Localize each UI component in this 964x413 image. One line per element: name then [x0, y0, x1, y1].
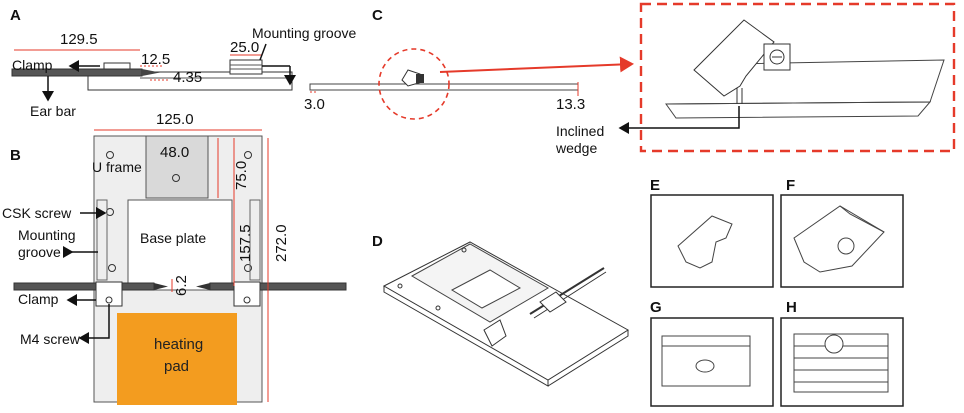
panel-a: A 129.5 12.5 4.35 25.0 Mounting groove C… — [10, 7, 357, 119]
label-groove: groove — [18, 244, 61, 260]
panel-b-letter: B — [10, 147, 21, 164]
dim-6-2: 6.2 — [173, 275, 190, 296]
dim-157: 157.5 — [237, 224, 254, 262]
clamp-left — [95, 281, 123, 307]
inclined-wedge — [693, 19, 775, 97]
dim-125: 125.0 — [156, 111, 194, 128]
label-m4-screw: M4 screw — [20, 331, 81, 347]
panel-c-letter: C — [372, 7, 383, 24]
dim-3-0: 3.0 — [304, 96, 325, 113]
panel-g-letter: G — [650, 299, 662, 316]
dim-4-35: 4.35 — [173, 69, 202, 86]
label-clamp-b: Clamp — [18, 291, 59, 307]
base-plate — [127, 199, 233, 291]
panel-h-letter: H — [786, 299, 797, 316]
panel-e: E — [650, 177, 774, 288]
panel-e-letter: E — [650, 177, 660, 194]
u-frame — [145, 135, 209, 199]
label-ear-bar: Ear bar — [30, 103, 76, 119]
zoom-circle — [378, 48, 450, 120]
dim-48: 48.0 — [160, 144, 189, 161]
ear-bar-right — [209, 282, 347, 291]
panel-c: C 3.0 13.3 Inclined wedge — [304, 2, 956, 156]
panel-h: H — [780, 299, 904, 407]
label-mounting-groove: Mounting groove — [252, 25, 357, 41]
dim-12-5: 12.5 — [141, 51, 170, 68]
panel-f-letter: F — [786, 177, 795, 194]
dim-75: 75.0 — [233, 161, 250, 190]
label-csk-screw: CSK screw — [2, 205, 72, 221]
label-u-frame: U frame — [92, 159, 142, 175]
zoom-box — [639, 2, 956, 153]
panel-g: G — [650, 299, 774, 407]
label-clamp-a: Clamp — [12, 57, 53, 73]
panel-b: B 48.0 Base plate heating pad — [2, 111, 347, 405]
clamp-right — [233, 281, 261, 307]
dim-25: 25.0 — [230, 39, 259, 56]
label-inclined: Inclined — [556, 123, 604, 139]
side-bar — [309, 83, 579, 91]
panel-d-letter: D — [372, 233, 383, 250]
label-heating: heating — [154, 336, 203, 353]
ear-bar-left — [13, 282, 155, 291]
panel-f: F — [780, 177, 904, 288]
mounting-groove-block — [229, 59, 263, 75]
panel-a-letter: A — [10, 7, 21, 24]
label-wedge: wedge — [555, 140, 597, 156]
dim-272: 272.0 — [273, 224, 290, 262]
ear-bar-tip — [142, 69, 160, 76]
dim-13-3: 13.3 — [556, 96, 585, 113]
label-pad: pad — [164, 358, 189, 375]
label-mounting: Mounting — [18, 227, 76, 243]
zoom-arrow — [439, 56, 634, 73]
zoom-plate — [665, 101, 932, 119]
panel-d: D — [372, 233, 629, 387]
label-base-plate: Base plate — [140, 230, 206, 246]
dim-129: 129.5 — [60, 31, 98, 48]
heating-pad — [117, 313, 237, 405]
